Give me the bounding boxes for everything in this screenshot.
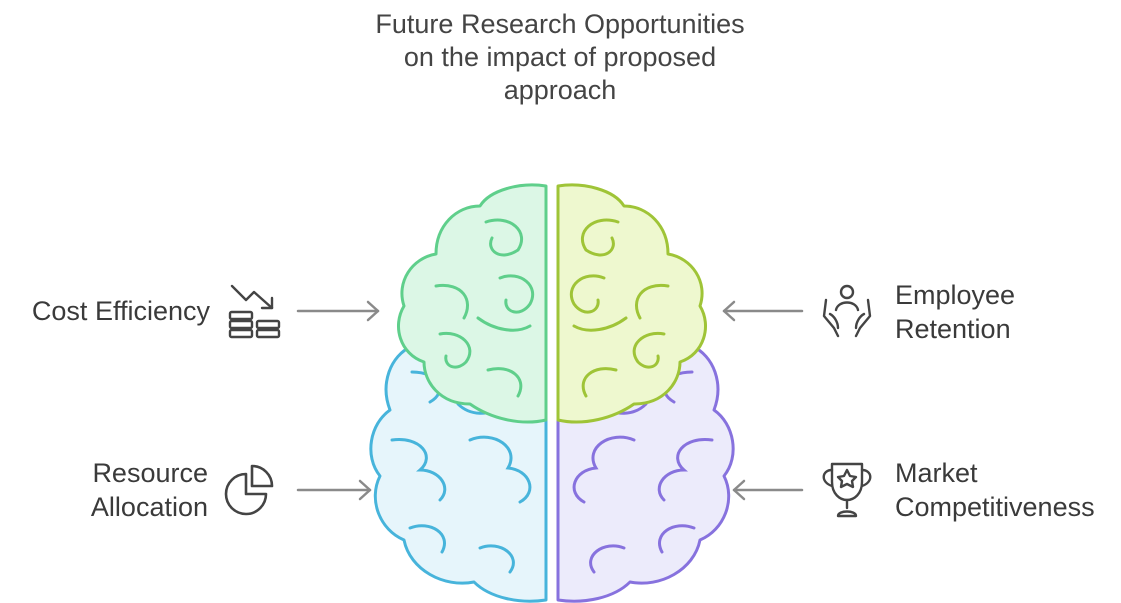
market-competitiveness-line-2: Competitiveness [895,492,1095,522]
market-competitiveness-label: Market Competitiveness [895,456,1117,524]
trophy-star-icon [822,462,872,518]
cost-efficiency-line-1: Cost Efficiency [31,296,210,326]
arrow-cost-efficiency [296,300,380,322]
title-line-1: Future Research Opportunities [375,9,745,39]
cost-decrease-coins-icon [228,284,281,339]
employee-retention-label: Employee Retention [895,278,1095,346]
diagram-title: Future Research Opportunities on the imp… [310,8,810,107]
arrow-employee-retention [722,300,804,322]
pie-chart-icon [224,464,274,516]
resource-allocation-line-1: Resource [92,458,208,488]
brain-left-upper-lobe [397,183,548,424]
arrow-market-competitiveness [732,479,804,501]
employee-retention-line-2: Retention [895,314,1011,344]
resource-allocation-line-2: Allocation [90,492,208,522]
market-competitiveness-line-1: Market [895,458,978,488]
brain-right-upper-lobe [556,183,707,424]
resource-allocation-label: Resource Allocation [40,456,208,524]
title-line-3: approach [503,75,617,105]
employee-retention-line-1: Employee [895,280,1016,310]
cost-efficiency-label: Cost Efficiency [10,294,210,328]
title-line-2: on the impact of proposed [403,42,717,72]
hands-holding-person-icon [822,284,872,338]
arrow-resource-allocation [296,479,372,501]
